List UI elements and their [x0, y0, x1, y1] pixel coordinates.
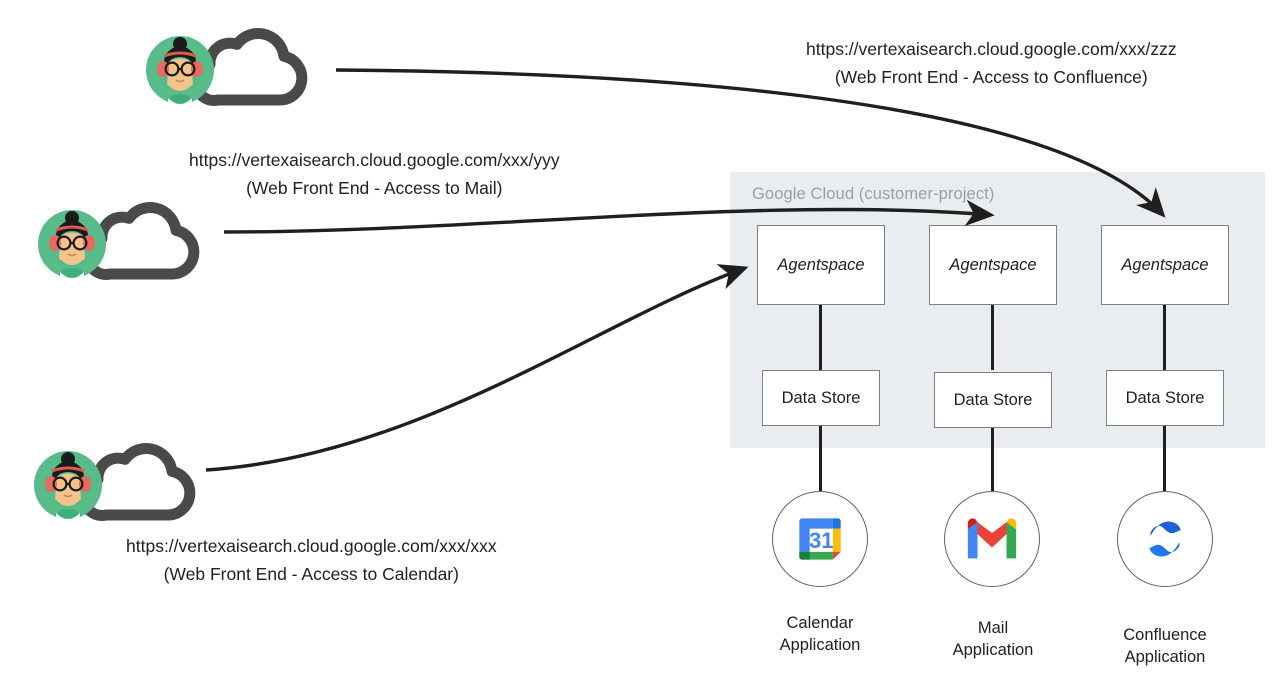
- client-url: https://vertexaisearch.cloud.google.com/…: [806, 39, 1177, 59]
- client-description: (Web Front End - Access to Calendar): [163, 564, 459, 585]
- agentspace-label: Agentspace: [1121, 255, 1209, 274]
- user-cloud-node-confluence[interactable]: [142, 22, 342, 127]
- google-calendar-icon: 31: [799, 518, 841, 560]
- datastore-label: Data Store: [781, 388, 861, 407]
- user-cloud-icon: [34, 442, 196, 521]
- datastore-box-calendar[interactable]: Data Store: [762, 370, 880, 426]
- avatar-icon: [34, 451, 102, 519]
- user-cloud-node-mail[interactable]: [34, 196, 234, 301]
- connector-datastore-app-confluence: [1163, 425, 1167, 491]
- calendar-day-number: 31: [809, 528, 833, 553]
- user-cloud-node-calendar[interactable]: [30, 437, 230, 542]
- user-cloud-icon: [38, 201, 200, 280]
- app-caption-line2: Application: [952, 641, 1034, 660]
- client-description: (Web Front End - Access to Confluence): [834, 67, 1148, 88]
- avatar-icon: [146, 36, 214, 104]
- avatar-icon: [38, 210, 106, 278]
- app-caption-line1: Confluence: [1123, 626, 1207, 644]
- client-description: (Web Front End - Access to Mail): [246, 178, 503, 199]
- app-circle-mail[interactable]: [944, 491, 1040, 587]
- connector-agentspace-datastore-confluence: [1163, 305, 1167, 370]
- arrow-calendar-client: [205, 264, 749, 472]
- gmail-icon: [967, 518, 1017, 559]
- agentspace-label: Agentspace: [777, 255, 865, 274]
- app-caption-line1: Calendar: [786, 614, 854, 632]
- app-caption-mail: Mail Application: [903, 617, 1083, 662]
- client-label-calendar: https://vertexaisearch.cloud.google.com/…: [126, 532, 497, 589]
- datastore-label: Data Store: [953, 390, 1033, 409]
- connector-agentspace-datastore-calendar: [819, 305, 823, 370]
- connector-datastore-app-mail: [991, 425, 995, 491]
- agentspace-label: Agentspace: [949, 255, 1037, 274]
- app-caption-confluence: Confluence Application: [1075, 624, 1255, 669]
- datastore-box-confluence[interactable]: Data Store: [1106, 370, 1224, 426]
- app-caption-line2: Application: [1124, 648, 1206, 667]
- app-caption-line1: Mail: [977, 619, 1009, 637]
- client-url: https://vertexaisearch.cloud.google.com/…: [126, 536, 497, 556]
- user-cloud-icon: [146, 27, 308, 106]
- datastore-box-mail[interactable]: Data Store: [934, 372, 1052, 428]
- app-caption-line2: Application: [779, 636, 861, 655]
- google-cloud-container-label: Google Cloud (customer-project): [752, 185, 995, 203]
- client-label-mail: https://vertexaisearch.cloud.google.com/…: [189, 146, 560, 203]
- app-circle-calendar[interactable]: 31: [772, 491, 868, 587]
- app-caption-calendar: Calendar Application: [730, 612, 910, 657]
- agentspace-box-calendar[interactable]: Agentspace: [757, 225, 885, 305]
- client-label-confluence: https://vertexaisearch.cloud.google.com/…: [806, 35, 1177, 92]
- connector-agentspace-datastore-mail: [991, 305, 995, 370]
- app-circle-confluence[interactable]: [1117, 491, 1213, 587]
- client-url: https://vertexaisearch.cloud.google.com/…: [189, 150, 560, 170]
- agentspace-box-confluence[interactable]: Agentspace: [1101, 225, 1229, 305]
- confluence-icon: [1149, 521, 1181, 557]
- agentspace-box-mail[interactable]: Agentspace: [929, 225, 1057, 305]
- connector-datastore-app-calendar: [819, 425, 823, 491]
- datastore-label: Data Store: [1125, 388, 1205, 407]
